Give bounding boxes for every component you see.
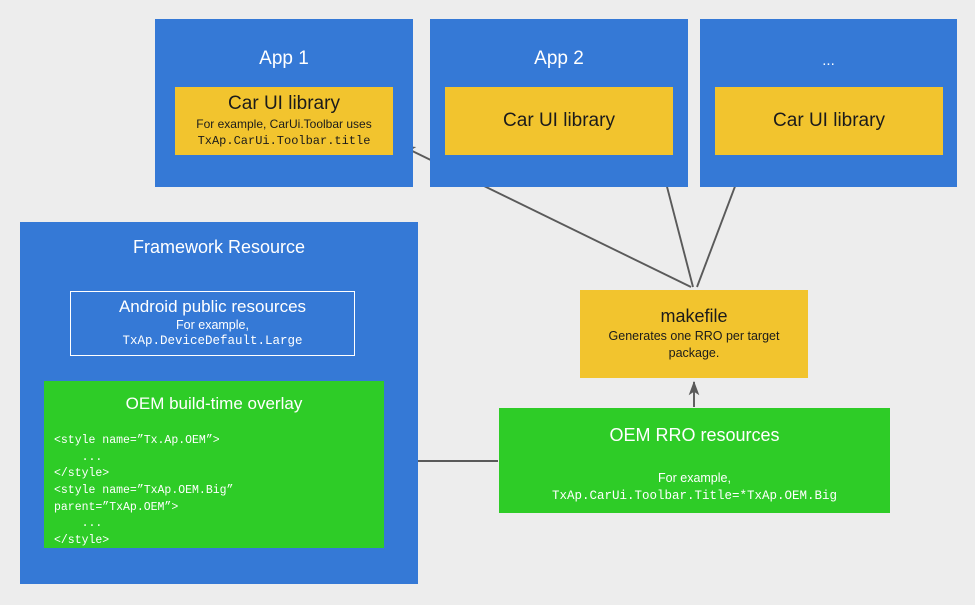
framework-resource-container: Framework Resource Android public resour… — [20, 222, 418, 584]
app-3-car-ui-library[interactable]: Car UI library — [715, 87, 943, 155]
library-title: Car UI library — [503, 110, 615, 132]
oem-rro-resources-title: OEM RRO resources — [609, 425, 780, 445]
android-public-resources-subtitle: For example, — [176, 318, 249, 333]
android-public-resources-code: TxAp.DeviceDefault.Large — [122, 334, 303, 349]
android-public-resources-box[interactable]: Android public resources For example, Tx… — [70, 291, 355, 356]
oem-rro-resources-code: TxAp.CarUi.Toolbar.Title=*TxAp.OEM.Big — [551, 489, 838, 503]
app-title-3: ... — [822, 52, 835, 69]
oem-rro-resources-subtitle: For example, — [658, 471, 731, 485]
library-code-sample: TxAp.CarUi.Toolbar.title — [197, 133, 371, 148]
app-1-car-ui-library[interactable]: Car UI library For example, CarUi.Toolba… — [175, 87, 393, 155]
app-title-2: App 2 — [534, 48, 584, 69]
app-title-1: App 1 — [259, 48, 309, 69]
makefile-title: makefile — [660, 305, 728, 326]
app-2-car-ui-library[interactable]: Car UI library — [445, 87, 673, 155]
library-title: Car UI library — [773, 110, 885, 132]
app-container-2: App 2 Car UI library — [430, 19, 688, 187]
app-container-1: App 1 Car UI library For example, CarUi.… — [155, 19, 413, 187]
library-title: Car UI library — [228, 93, 340, 115]
oem-build-time-overlay[interactable]: OEM build-time overlay <style name=”Tx.A… — [44, 381, 384, 548]
framework-resource-title: Framework Resource — [132, 237, 306, 257]
makefile[interactable]: makefile Generates one RRO per target pa… — [580, 290, 808, 378]
oem-build-time-overlay-code: <style name=”Tx.Ap.OEM”> ... </style> <s… — [54, 434, 234, 548]
oem-rro-resources[interactable]: OEM RRO resources For example, TxAp.CarU… — [499, 408, 890, 513]
makefile-subtitle: Generates one RRO per target package. — [608, 329, 780, 361]
library-subtitle: For example, CarUi.Toolbar uses — [196, 117, 372, 132]
android-public-resources-title: Android public resources — [118, 296, 307, 316]
oem-build-time-overlay-title: OEM build-time overlay — [125, 394, 303, 413]
app-container-3: ... Car UI library — [700, 19, 957, 187]
